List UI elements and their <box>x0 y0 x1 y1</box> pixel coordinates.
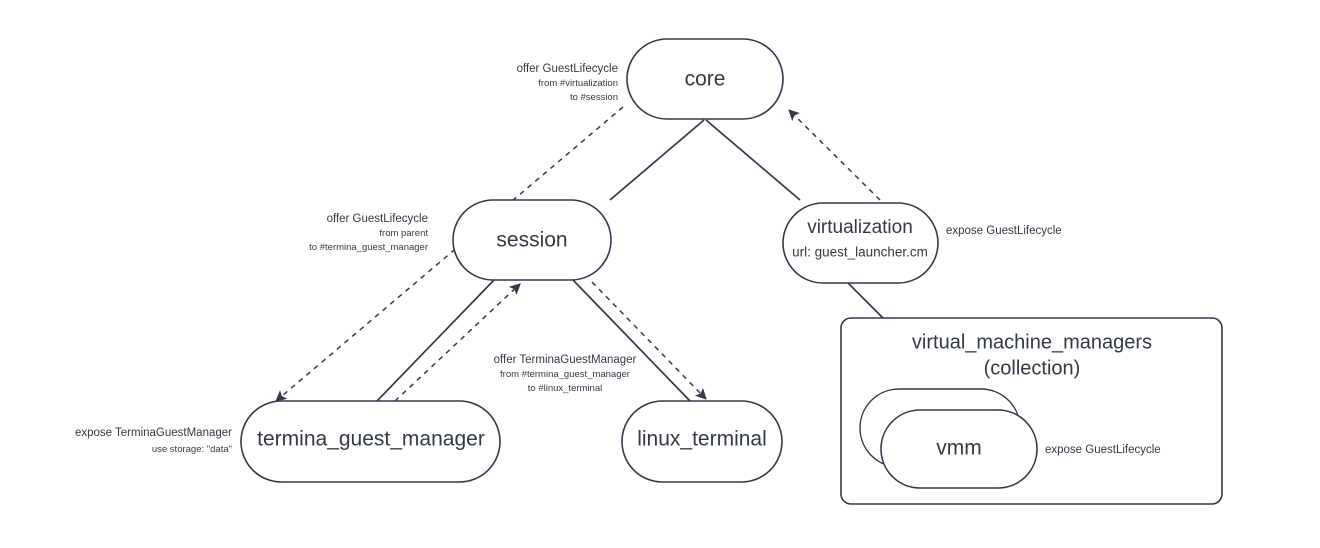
edge-session-offer-linux-terminal <box>591 281 707 400</box>
edge-core-session <box>609 119 705 201</box>
group-virtual-machine-managers[interactable]: virtual_machine_managers (collection) vm… <box>840 317 1223 505</box>
annotation-termina-guest-manager-offer: offer TerminaGuestManager from #termina_… <box>494 354 637 394</box>
annotation-session-offer-line1: offer GuestLifecycle <box>327 213 428 225</box>
annotation-tgm-offer-line3: to #linux_terminal <box>528 383 602 394</box>
node-linux-terminal[interactable]: linux_terminal <box>621 400 783 483</box>
annotation-tgm-expose-line2: use storage: "data" <box>152 444 232 455</box>
node-virtualization-label: virtualization <box>807 217 913 238</box>
node-vmm-label: vmm <box>936 437 982 460</box>
edge-group-solid <box>376 119 911 402</box>
edge-group-dashed <box>275 106 881 402</box>
group-virtual-machine-managers-label-line1: virtual_machine_managers <box>912 331 1152 353</box>
annotation-session-offer-line2: from parent <box>379 228 428 239</box>
node-virtualization-sublabel: url: guest_launcher.cm <box>792 245 928 260</box>
node-linux-terminal-shape[interactable] <box>621 400 783 483</box>
edge-termina-guest-manager-offer-session <box>394 283 521 402</box>
annotation-tgm-expose-line1: expose TerminaGuestManager <box>75 427 232 439</box>
annotation-vmm-expose-line1: expose GuestLifecycle <box>1045 444 1161 456</box>
edge-session-linux-terminal <box>572 279 691 402</box>
edge-virtualization-expose-core <box>788 109 881 201</box>
node-core-shape[interactable] <box>626 38 784 120</box>
annotation-virtualization-expose-line1: expose GuestLifecycle <box>946 225 1062 237</box>
annotation-virtualization-expose: expose GuestLifecycle <box>946 225 1062 237</box>
annotation-session-offer: offer GuestLifecycle from parent to #ter… <box>309 213 428 253</box>
annotation-vmm-expose: expose GuestLifecycle <box>1045 444 1161 456</box>
annotation-tgm-offer-line2: from #termina_guest_manager <box>500 369 630 380</box>
annotation-session-offer-line3: to #termina_guest_manager <box>309 242 428 253</box>
group-virtual-machine-managers-label-line2: (collection) <box>984 357 1081 379</box>
annotation-core-offer-line2: from #virtualization <box>538 78 618 89</box>
node-session[interactable]: session <box>452 199 612 281</box>
node-vmm-shape[interactable] <box>880 409 1038 489</box>
node-core-label: core <box>685 68 726 91</box>
node-core[interactable]: core <box>626 38 784 120</box>
annotation-core-offer-line3: to #session <box>570 92 618 103</box>
node-termina-guest-manager-label: termina_guest_manager <box>257 428 485 451</box>
annotation-termina-guest-manager-expose: expose TerminaGuestManager use storage: … <box>75 427 232 455</box>
node-termina-guest-manager-shape[interactable] <box>240 400 501 483</box>
edge-core-virtualization <box>705 119 801 201</box>
annotation-core-offer-line1: offer GuestLifecycle <box>517 63 618 75</box>
node-termina-guest-manager[interactable]: termina_guest_manager <box>240 400 501 483</box>
node-linux-terminal-label: linux_terminal <box>637 428 767 451</box>
node-virtualization-shape[interactable] <box>782 202 939 284</box>
node-session-label: session <box>496 229 567 252</box>
edge-session-termina-guest-manager <box>376 279 495 402</box>
annotation-core-offer: offer GuestLifecycle from #virtualizatio… <box>517 63 618 103</box>
node-session-shape[interactable] <box>452 199 612 281</box>
node-virtualization[interactable]: virtualization url: guest_launcher.cm <box>782 202 939 284</box>
annotation-tgm-offer-line1: offer TerminaGuestManager <box>494 354 637 366</box>
